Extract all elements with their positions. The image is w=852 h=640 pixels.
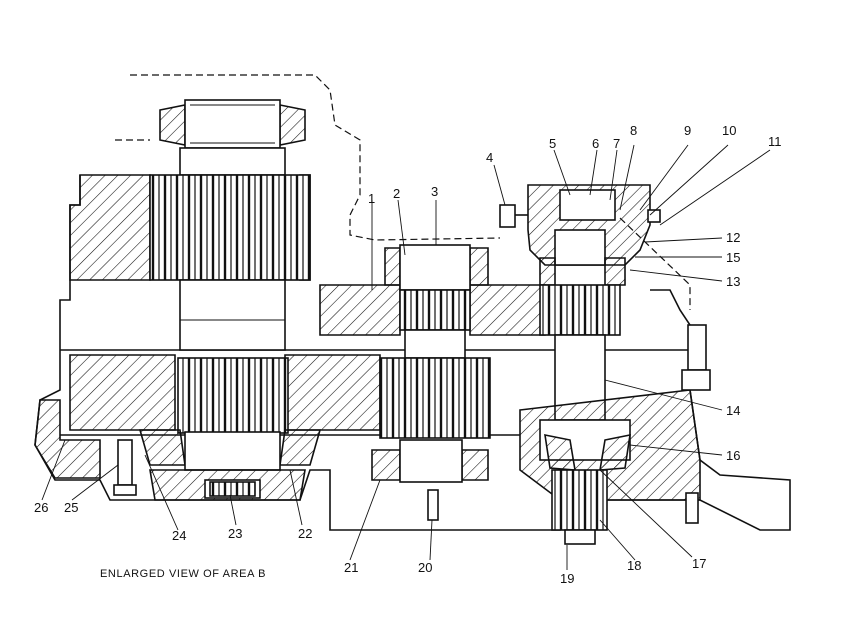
callout-6: 6 <box>592 136 599 151</box>
callout-4: 4 <box>486 150 493 165</box>
idler-gear-assembly <box>319 244 546 521</box>
callout-9: 9 <box>684 123 691 138</box>
callout-14: 14 <box>726 403 740 418</box>
bolt-25 <box>113 439 137 496</box>
callout-25: 25 <box>64 500 78 515</box>
callout-18: 18 <box>627 558 641 573</box>
callout-7: 7 <box>613 136 620 151</box>
output-shaft-assembly <box>499 184 711 545</box>
top-bearing-assembly <box>159 99 306 149</box>
leader-lines <box>41 144 771 570</box>
callout-3: 3 <box>431 184 438 199</box>
figure-caption: ENLARGED VIEW OF AREA B <box>100 568 266 580</box>
callout-2: 2 <box>393 186 400 201</box>
lower-main-gear <box>138 357 322 501</box>
callout-1: 1 <box>368 191 375 206</box>
callout-5: 5 <box>549 136 556 151</box>
callout-24: 24 <box>172 528 186 543</box>
callout-17: 17 <box>692 556 706 571</box>
callout-26: 26 <box>34 500 48 515</box>
dashed-outline <box>115 74 691 310</box>
callout-8: 8 <box>630 123 637 138</box>
callout-15: 15 <box>726 250 740 265</box>
callout-21: 21 <box>344 560 358 575</box>
upper-main-gear <box>149 147 311 351</box>
callout-19: 19 <box>560 571 574 586</box>
callout-20: 20 <box>418 560 432 575</box>
callout-23: 23 <box>228 526 242 541</box>
callout-13: 13 <box>726 274 740 289</box>
callout-labels: 1 2 3 4 5 6 7 8 9 10 11 12 15 13 14 16 1… <box>34 123 782 586</box>
callout-22: 22 <box>298 526 312 541</box>
callout-12: 12 <box>726 230 740 245</box>
left-housing-block <box>34 174 381 479</box>
callout-16: 16 <box>726 448 740 463</box>
callout-10: 10 <box>722 123 736 138</box>
callout-11: 11 <box>768 134 782 149</box>
